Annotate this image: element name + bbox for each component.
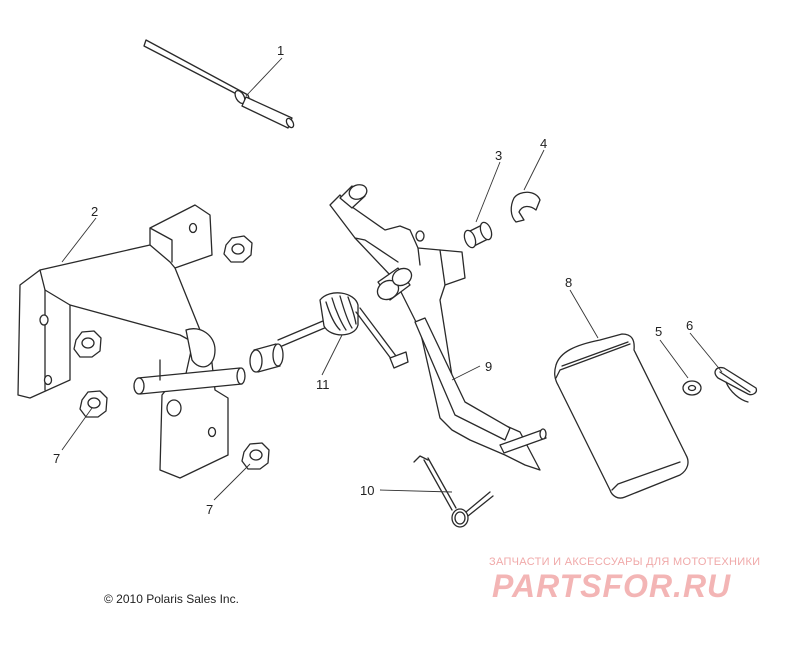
- part-1-pin: [143, 39, 295, 129]
- part-5-washer: [682, 380, 702, 396]
- callout-11: 11: [316, 377, 330, 392]
- callout-4: 4: [540, 136, 547, 151]
- callout-8: 8: [565, 275, 572, 290]
- callout-labels: 1 2 3 4 5 6 7 7 8 9 10 11: [53, 43, 693, 517]
- watermark-logo: PARTSFOR.RU: [492, 568, 732, 604]
- part-4-e-clip: [510, 191, 541, 223]
- part-7-nuts: [73, 235, 270, 470]
- part-8-pedal-pad: [554, 333, 689, 499]
- callout-7-left: 7: [53, 451, 60, 466]
- part-3-bushing: [463, 221, 493, 249]
- callout-6: 6: [686, 318, 693, 333]
- callout-3: 3: [495, 148, 502, 163]
- leader-lines: [61, 57, 723, 501]
- watermark-tagline: ЗАПЧАСТИ И АКСЕССУАРЫ ДЛЯ МОТОТЕХНИКИ: [489, 556, 761, 568]
- part-2-mounting-bracket: [17, 204, 246, 479]
- callout-9: 9: [485, 359, 492, 374]
- copyright-text: © 2010 Polaris Sales Inc.: [104, 592, 239, 606]
- callout-7-center: 7: [206, 502, 213, 517]
- callout-2: 2: [91, 204, 98, 219]
- callout-5: 5: [655, 324, 662, 339]
- callout-10: 10: [360, 483, 374, 498]
- part-9-pedal-lever: [329, 184, 547, 471]
- callout-1: 1: [277, 43, 284, 58]
- part-11-torsion-spring: [277, 292, 409, 369]
- part-6-cotter-pin: [714, 366, 758, 403]
- part-10-return-spring: [413, 455, 494, 528]
- shaft-bushing: [249, 343, 284, 373]
